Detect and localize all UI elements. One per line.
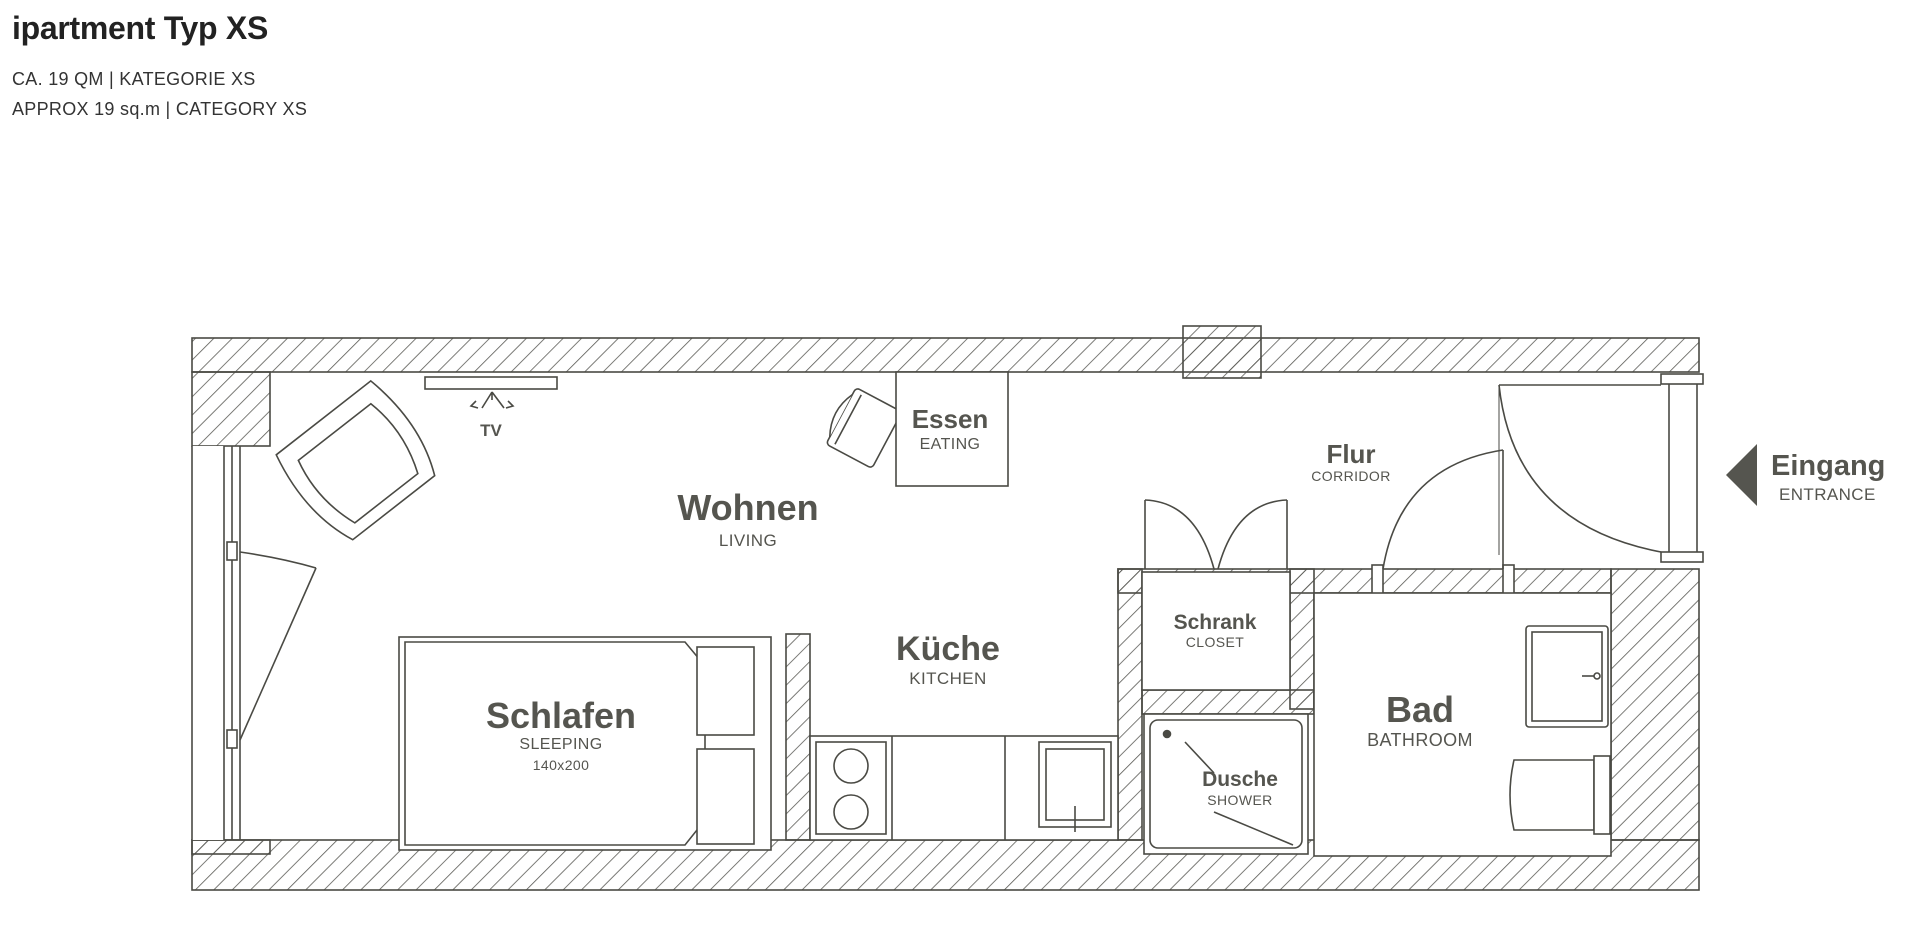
bed-icon: [398, 636, 772, 851]
wall-bottom-left-block: [191, 839, 271, 855]
subtitle-german: CA. 19 QM | KATEGORIE XS: [12, 69, 256, 89]
page-title: ipartment Typ XS: [12, 10, 268, 46]
flur-sublabel: CORRIDOR: [1311, 468, 1390, 484]
shower-icon: [1143, 713, 1309, 855]
bad-label: Bad: [1386, 689, 1454, 730]
schlafen-label: Schlafen: [486, 695, 636, 736]
wohnen-label: Wohnen: [677, 487, 818, 528]
schrank-label: Schrank: [1174, 611, 1257, 634]
wall-closet-bottom: [1141, 689, 1315, 715]
stove-icon: [833, 748, 869, 830]
wall-top-left-block: [191, 371, 271, 447]
wall-right: [1610, 568, 1700, 841]
dining-table: [895, 371, 1009, 487]
schlafen-sublabel: SLEEPING: [519, 736, 602, 753]
essen-sublabel: EATING: [920, 436, 981, 453]
window-left: [191, 446, 317, 840]
wall-bath-left: [1117, 568, 1143, 841]
kueche-label: Küche: [896, 630, 1000, 668]
plan-header: ipartment Typ XS CA. 19 QM | KATEGORIE X…: [12, 10, 307, 129]
dusche-sublabel: SHOWER: [1207, 792, 1272, 808]
tv-label: TV: [480, 421, 502, 440]
wall-top: [191, 337, 1700, 373]
armchair-icon: [275, 379, 436, 541]
wall-top-bump: [1182, 325, 1262, 379]
tv-icon: [424, 376, 558, 409]
wall-kitchen-partition: [785, 633, 811, 841]
bad-sublabel: BATHROOM: [1367, 730, 1473, 750]
kueche-sublabel: KITCHEN: [909, 669, 986, 688]
dusche-label: Dusche: [1202, 768, 1278, 791]
wall-closet-bath: [1289, 568, 1315, 710]
eingang-sublabel: ENTRANCE: [1779, 485, 1876, 504]
sink-icon: [1038, 741, 1112, 832]
closet: [1141, 571, 1291, 691]
eingang-label: Eingang: [1771, 450, 1885, 482]
entrance-arrow-icon: [1726, 444, 1757, 506]
bed-size-label: 140x200: [533, 757, 590, 773]
washbasin-icon: [1525, 625, 1609, 728]
subtitle-english: APPROX 19 sq.m | CATEGORY XS: [12, 99, 308, 119]
flur-label: Flur: [1326, 439, 1375, 469]
toilet-icon: [1509, 755, 1611, 835]
wohnen-sublabel: LIVING: [719, 531, 777, 550]
dining-chair-icon: [826, 388, 902, 468]
entrance-door: [1498, 373, 1704, 566]
closet-doors: [1144, 499, 1288, 570]
essen-label: Essen: [912, 404, 989, 434]
schrank-sublabel: CLOSET: [1186, 634, 1244, 650]
